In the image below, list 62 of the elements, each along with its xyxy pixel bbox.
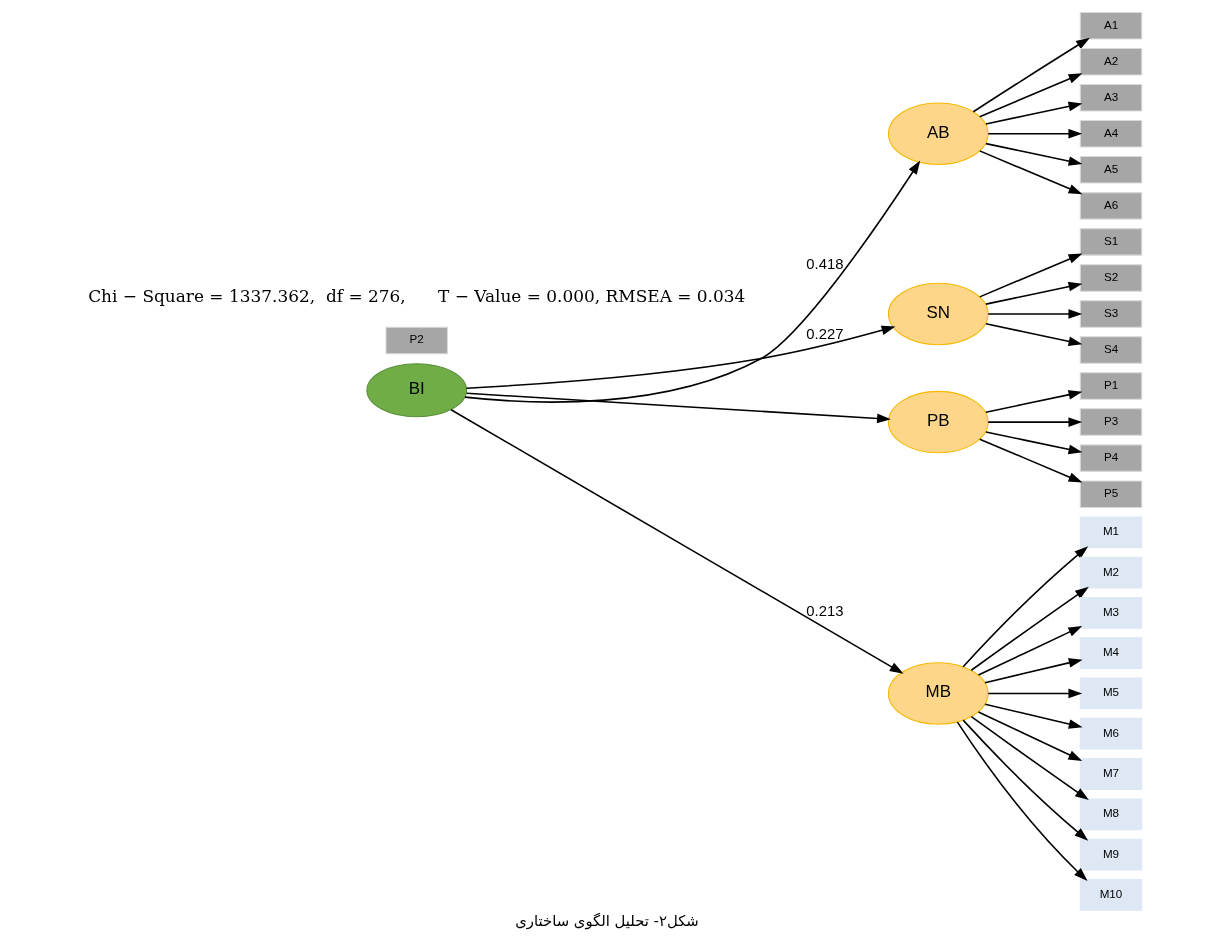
- arrow: [977, 626, 1082, 676]
- arrow: [465, 325, 895, 389]
- arrow: [961, 546, 1088, 668]
- arrow: [978, 253, 1082, 298]
- arrow: [986, 128, 1082, 139]
- arrow: [956, 721, 1088, 882]
- node-box: M2: [1079, 556, 1142, 589]
- arrow: [970, 586, 1089, 672]
- node-ellipse: AB: [887, 102, 989, 166]
- edge-label: 0.213: [805, 603, 843, 620]
- edge-label: 0.227: [805, 325, 843, 342]
- node-box: S2: [1079, 264, 1142, 292]
- arrow: [970, 715, 1089, 801]
- arrow: [983, 703, 1083, 729]
- edge-label: 0.418: [805, 255, 843, 272]
- node-box: P1: [1079, 372, 1142, 400]
- arrow: [463, 160, 920, 403]
- node-box: S4: [1079, 336, 1142, 364]
- arrow: [983, 658, 1083, 684]
- node-ellipse: PB: [887, 390, 989, 454]
- node-box: A4: [1079, 120, 1142, 148]
- node-box: P4: [1079, 444, 1142, 472]
- node-box: M9: [1079, 838, 1142, 871]
- arrow: [978, 150, 1082, 195]
- arrow: [984, 323, 1082, 347]
- node-box: M3: [1079, 597, 1142, 629]
- label: Chi − Square = 1337.362, df = 276, T − Value = 0.000, RMSEA = 0.034: [87, 286, 745, 307]
- arrow: [984, 101, 1082, 125]
- arrow: [986, 309, 1082, 319]
- caption: شکل۲- تحلیل الگوی ساختاری: [514, 912, 699, 930]
- node-box: M1: [1079, 516, 1142, 549]
- node-box: M10: [1079, 878, 1142, 911]
- node-box: A5: [1079, 156, 1142, 184]
- arrow: [961, 719, 1088, 841]
- node-box: P3: [1079, 408, 1142, 436]
- node-ellipse: SN: [887, 282, 989, 346]
- arrow: [984, 281, 1082, 305]
- node-box: A3: [1079, 83, 1142, 112]
- arrow: [984, 142, 1082, 166]
- node-box: M8: [1079, 798, 1142, 831]
- node-box: P2: [384, 326, 448, 355]
- node-box: A6: [1079, 192, 1142, 220]
- node-box: S1: [1079, 228, 1142, 256]
- arrow: [986, 688, 1082, 699]
- node-box: M7: [1079, 758, 1142, 790]
- node-ellipse: BI: [365, 363, 467, 418]
- arrow: [449, 408, 904, 674]
- node-box: M6: [1079, 717, 1142, 750]
- node-box: M4: [1079, 637, 1142, 670]
- arrow: [984, 390, 1082, 414]
- arrow: [978, 73, 1082, 118]
- node-box: P5: [1079, 480, 1142, 508]
- arrow: [978, 438, 1082, 483]
- node-box: M5: [1079, 677, 1142, 710]
- node-box: A2: [1079, 47, 1142, 76]
- node-box: A1: [1079, 11, 1142, 40]
- arrow: [984, 431, 1082, 455]
- arrow: [465, 392, 891, 424]
- arrow: [977, 711, 1082, 761]
- arrow: [986, 417, 1082, 427]
- node-box: S3: [1079, 300, 1142, 328]
- arrow: [972, 37, 1090, 113]
